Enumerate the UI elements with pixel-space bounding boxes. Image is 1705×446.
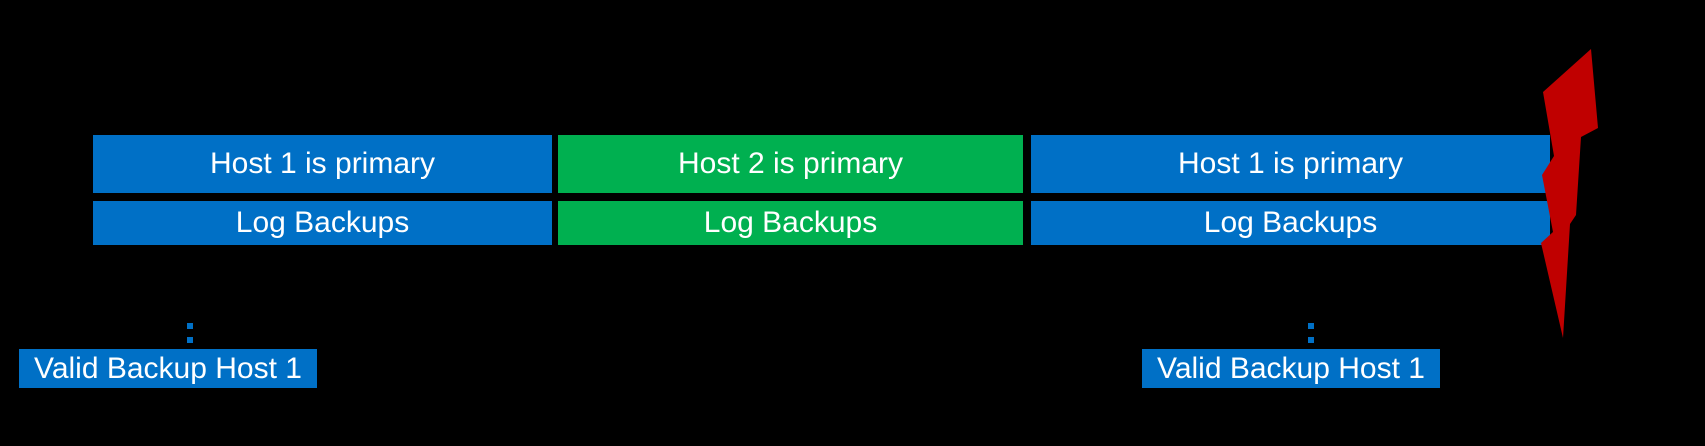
- primary-segment-2: Host 2 is primary: [558, 135, 1023, 193]
- primary-segment-2-label: Host 2 is primary: [677, 147, 904, 180]
- primary-segment-3: Host 1 is primary: [1031, 135, 1550, 193]
- dotted-connector-icon: [187, 337, 193, 343]
- log-backups-segment-1-label: Log Backups: [235, 206, 410, 239]
- log-backups-segment-2: Log Backups: [558, 201, 1023, 245]
- valid-backup-label-2-text: Valid Backup Host 1: [1157, 351, 1425, 385]
- valid-backup-label-2: Valid Backup Host 1: [1142, 349, 1440, 388]
- dotted-connector-icon: [1308, 337, 1314, 343]
- log-backups-segment-3: Log Backups: [1031, 201, 1550, 245]
- primary-segment-1-label: Host 1 is primary: [209, 147, 436, 180]
- dotted-connector-icon: [1308, 323, 1314, 329]
- log-backups-segment-2-label: Log Backups: [703, 206, 878, 239]
- primary-segment-3-label: Host 1 is primary: [1177, 147, 1404, 180]
- log-backups-segment-1: Log Backups: [93, 201, 552, 245]
- lightning-bolt-icon: [1530, 40, 1610, 350]
- log-backups-segment-3-label: Log Backups: [1203, 206, 1378, 239]
- dotted-connector-icon: [187, 323, 193, 329]
- valid-backup-label-1-text: Valid Backup Host 1: [34, 351, 302, 385]
- valid-backup-label-1: Valid Backup Host 1: [19, 349, 317, 388]
- primary-segment-1: Host 1 is primary: [93, 135, 552, 193]
